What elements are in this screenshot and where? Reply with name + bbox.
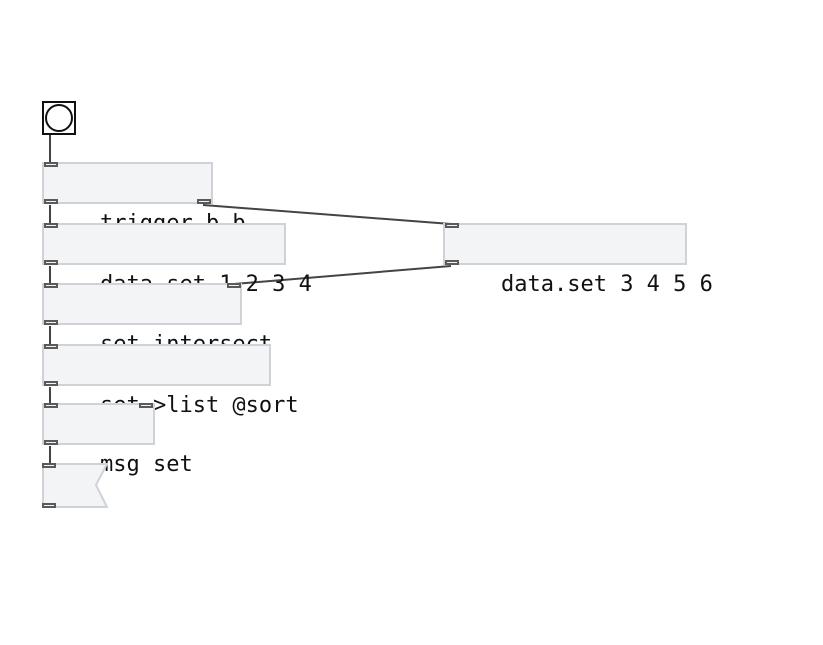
set-intersect-outlet[interactable] (44, 320, 58, 325)
msg-set-inlet-right[interactable] (139, 403, 153, 408)
message-box-shape (42, 463, 108, 508)
message-box-outlet[interactable] (42, 503, 56, 508)
bang-button[interactable] (42, 101, 76, 135)
trigger-outlet-left[interactable] (44, 199, 58, 204)
set-to-list-outlet[interactable] (44, 381, 58, 386)
trigger-inlet[interactable] (44, 162, 58, 167)
data-set-left-inlet[interactable] (44, 223, 58, 228)
object-msg-set[interactable]: msg set (42, 403, 193, 477)
set-intersect-inlet-right[interactable] (227, 283, 241, 288)
object-data-set-right[interactable]: data.set 3 4 5 6 (443, 223, 713, 297)
cord-trigger-to-data-set-right (202, 204, 452, 225)
data-set-right-inlet[interactable] (445, 223, 459, 228)
object-set-to-list[interactable]: set->list @sort (42, 344, 299, 418)
object-data-set-right-label: data.set 3 4 5 6 (500, 272, 713, 297)
object-data-set-left[interactable]: data.set 1 2 3 4 (42, 223, 312, 297)
patch-canvas[interactable]: trigger b b data.set 1 2 3 4 data.set 3 … (0, 0, 823, 567)
message-box[interactable] (42, 463, 108, 508)
data-set-left-outlet[interactable] (44, 260, 58, 265)
object-set-intersect[interactable]: set.intersect (42, 283, 272, 357)
msg-set-outlet[interactable] (44, 440, 58, 445)
set-to-list-inlet[interactable] (44, 344, 58, 349)
set-intersect-inlet-left[interactable] (44, 283, 58, 288)
patch-cords (49, 135, 452, 464)
msg-set-inlet-left[interactable] (44, 403, 58, 408)
cord-data-set-right-to-intersect (233, 265, 452, 285)
message-box-inlet[interactable] (42, 463, 56, 468)
object-msg-set-label: msg set (99, 452, 193, 477)
object-trigger[interactable]: trigger b b (42, 162, 246, 236)
data-set-right-outlet[interactable] (445, 260, 459, 265)
bang-icon (45, 104, 73, 132)
trigger-outlet-right[interactable] (197, 199, 211, 204)
